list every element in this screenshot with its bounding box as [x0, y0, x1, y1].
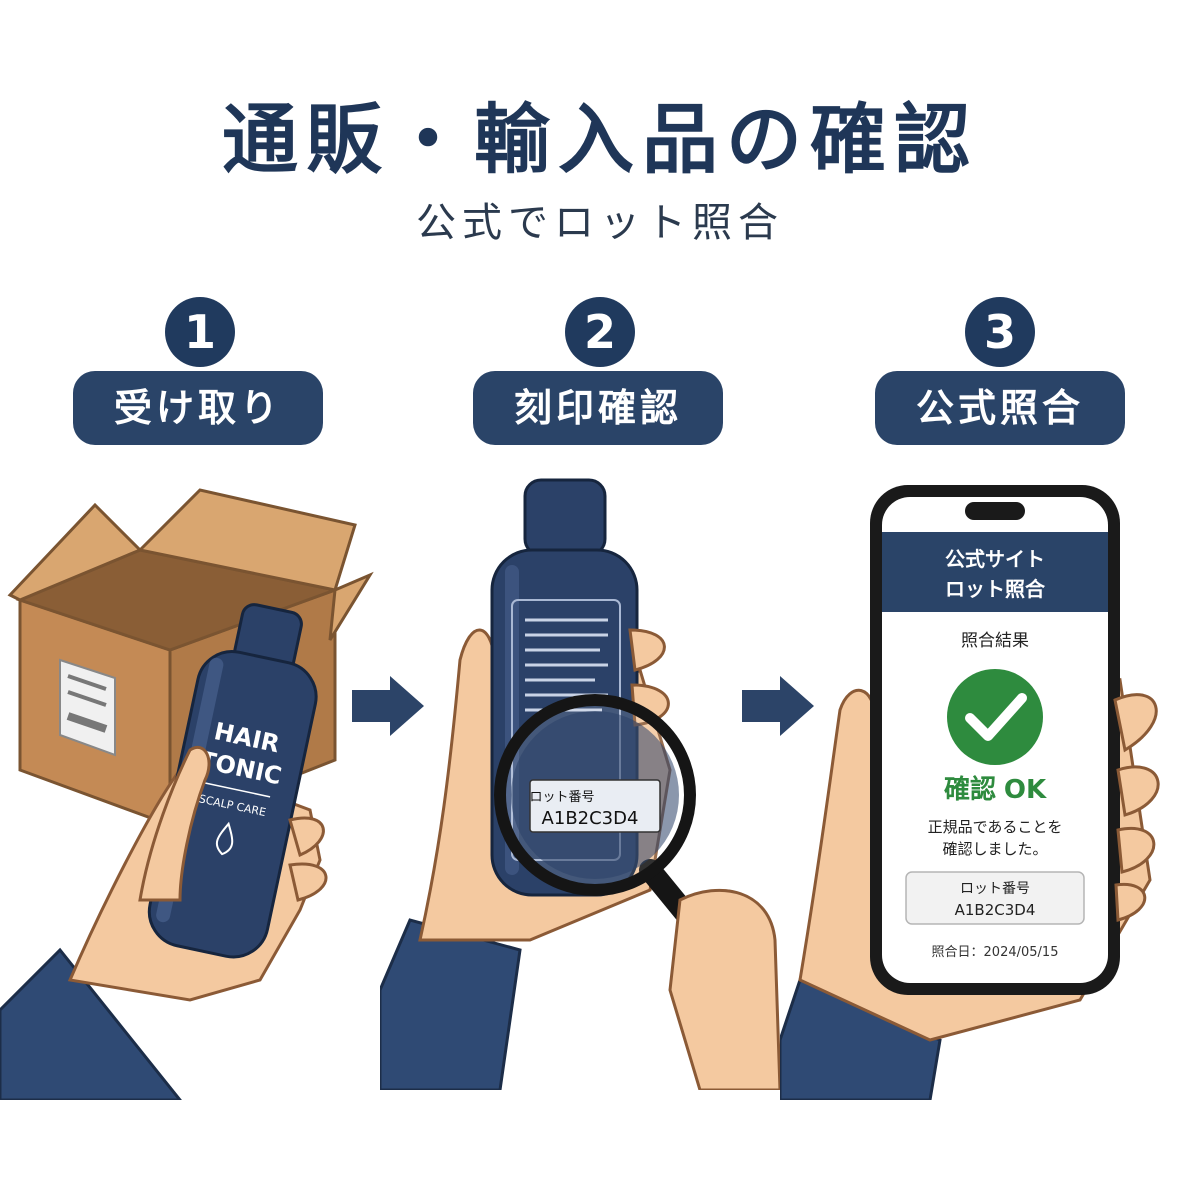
arrow-right-icon [352, 676, 428, 736]
magnifier-lot-value: A1B2C3D4 [542, 808, 639, 829]
step-3-number: 3 [965, 297, 1035, 367]
step-1-label: 受け取り [73, 371, 323, 445]
phone-message-line1: 正規品であることを [928, 818, 1063, 836]
phone-status-ok: OK [1004, 775, 1047, 805]
magnifier-icon: ロット番号 A1B2C3D4 [494, 694, 751, 991]
step-2-number: 2 [565, 297, 635, 367]
phone-message-line2: 確認しました。 [942, 840, 1047, 858]
arrow-right-icon [742, 676, 818, 736]
phone-lot-label: ロット番号 [960, 881, 1030, 897]
page-subtitle: 公式でロット照合 [416, 200, 784, 246]
check-icon [947, 669, 1043, 765]
magnifier-lot-label: ロット番号 [529, 790, 594, 805]
phone-result-title: 照合結果 [961, 631, 1029, 651]
droplet-icon [215, 821, 234, 856]
phone-header-line1: 公式サイト [945, 547, 1045, 571]
scene-inspect: ロット番号 A1B2C3D4 [380, 470, 780, 1090]
phone-lot-value: A1B2C3D4 [955, 901, 1036, 919]
step-3-label: 公式照合 [875, 371, 1125, 445]
page-title: 通販・輸入品の確認 [222, 95, 978, 184]
phone-status-prefix: 確認 [944, 774, 996, 805]
step-2-label: 刻印確認 [473, 371, 723, 445]
phone-header-line2: ロット照合 [945, 577, 1046, 601]
scene-verify: 公式サイト ロット照合 照合結果 確認 OK 正規品であることを 確認しました。… [780, 480, 1200, 1100]
phone-date: 照合日：2024/05/15 [932, 945, 1059, 960]
step-1-number: 1 [165, 297, 235, 367]
scene-receive: HAIR TONIC SCALP CARE [0, 480, 380, 1100]
